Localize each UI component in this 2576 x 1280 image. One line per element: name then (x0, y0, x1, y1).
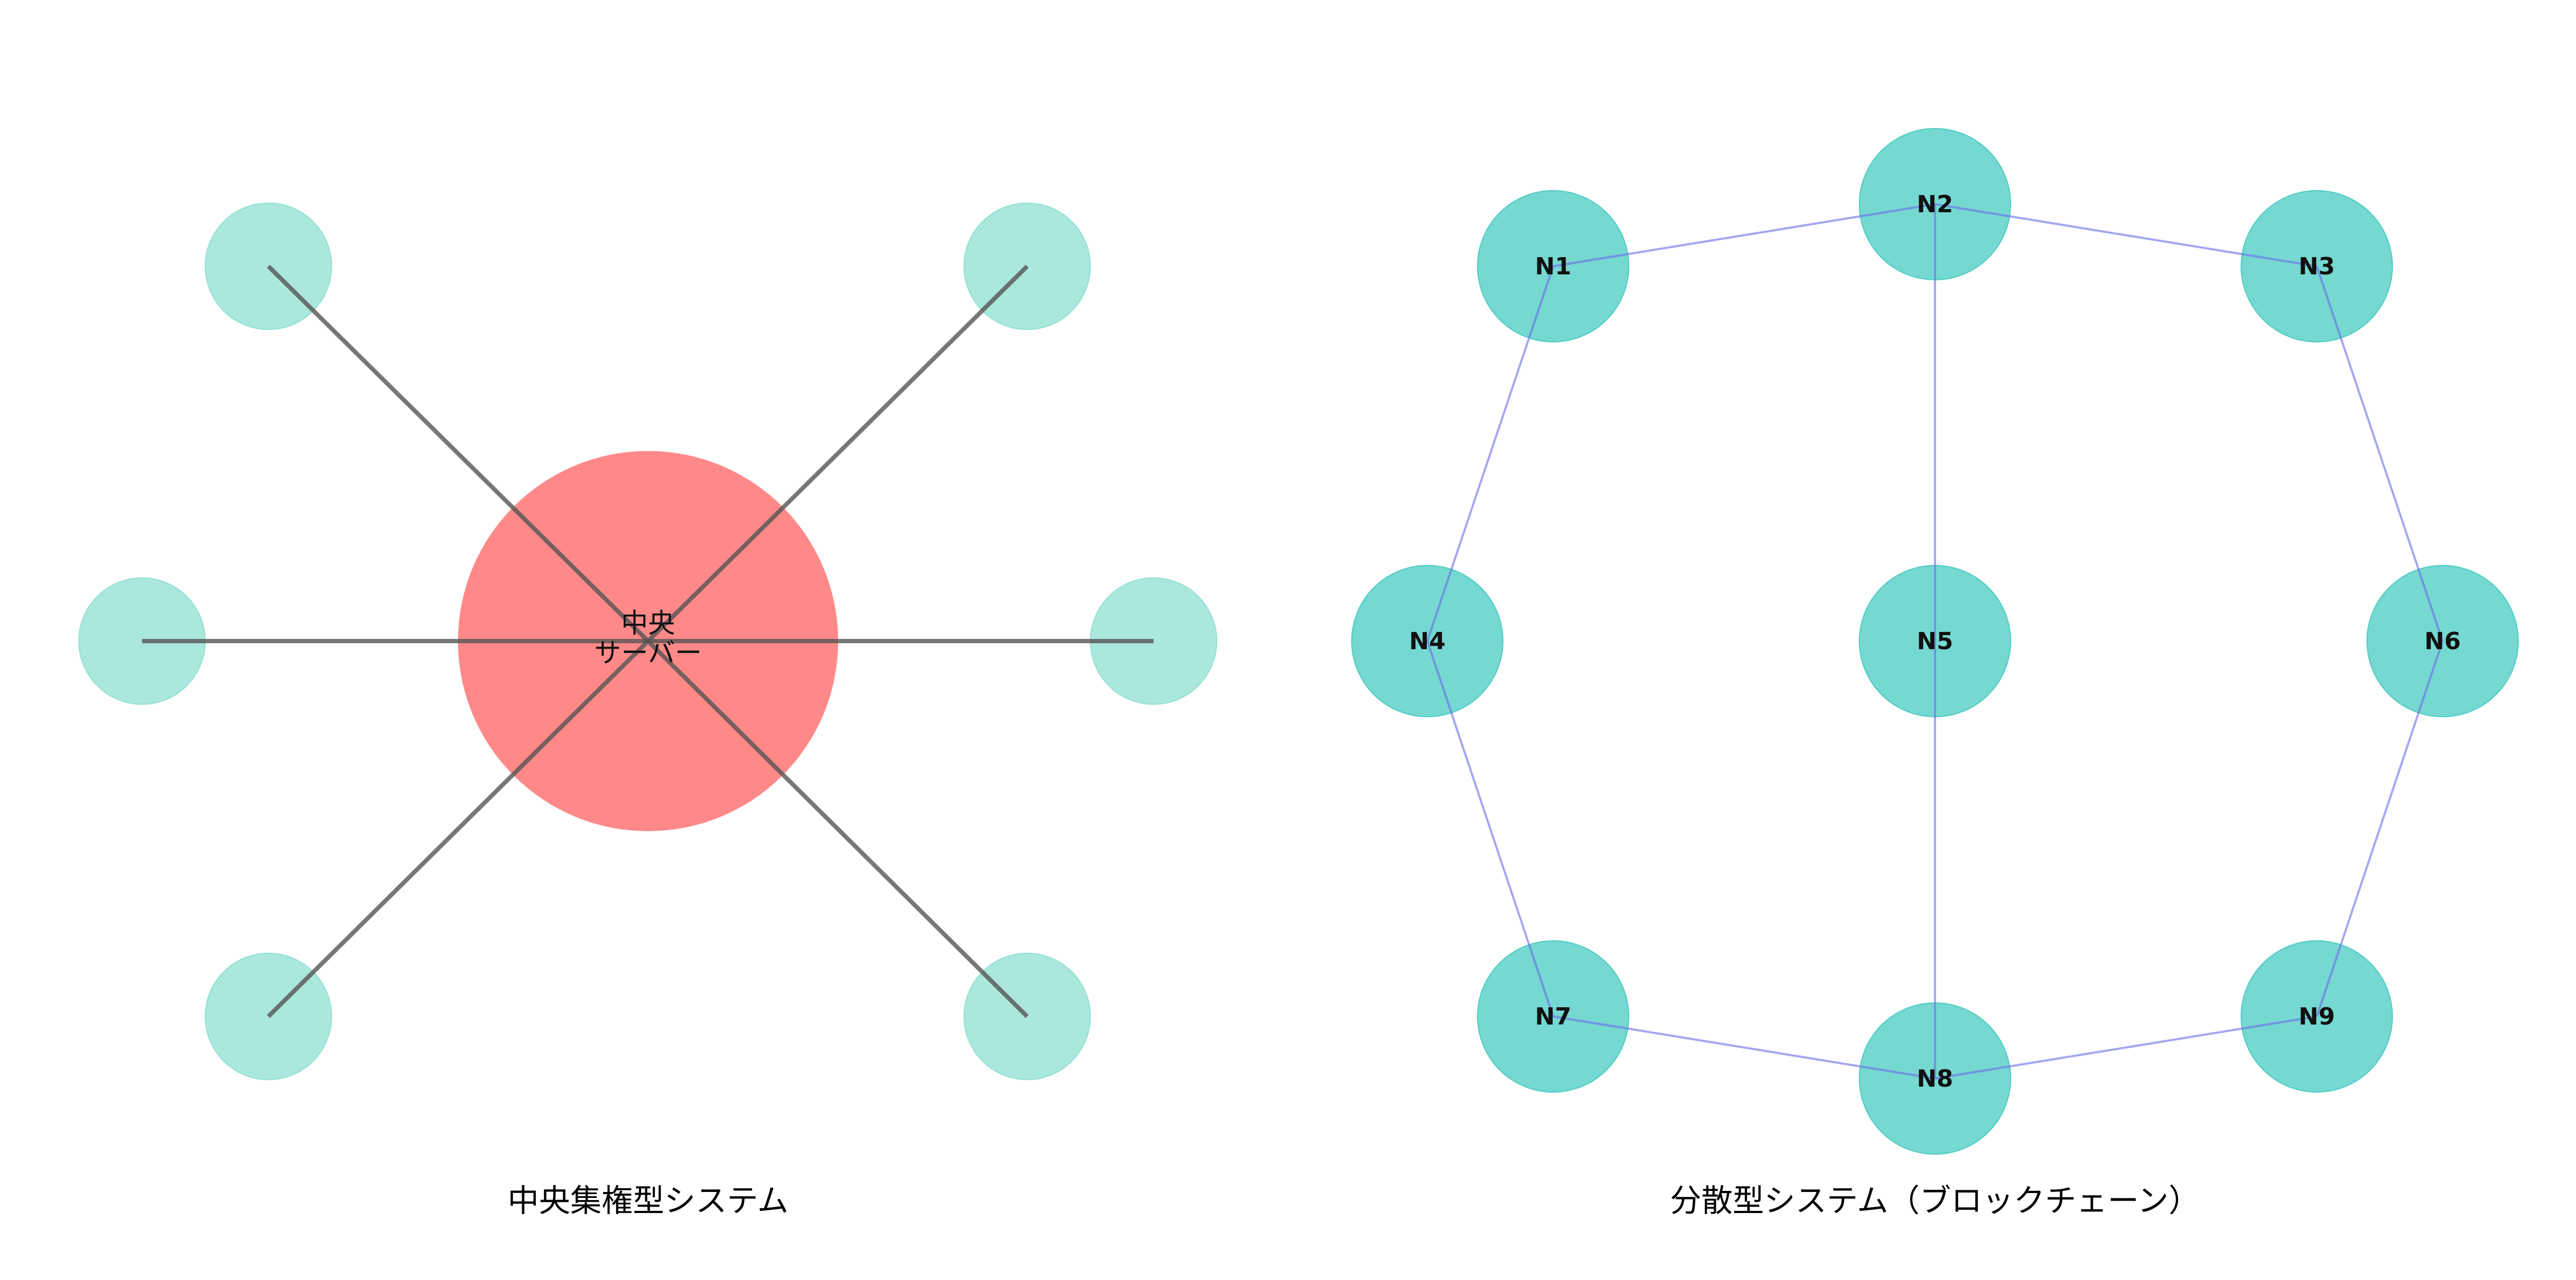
peer-edge-n1-n2 (1553, 203, 1936, 267)
spoke-connection (646, 639, 1029, 1018)
spoke-connection (267, 265, 650, 643)
peer-node-label: N5 (1917, 628, 1953, 655)
decentralized-title: 分散型システム（ブロックチェーン） (1670, 1182, 2200, 1219)
peer-edge-n7-n4 (1426, 641, 1554, 1017)
peer-node-label: N2 (1917, 191, 1953, 218)
peer-node-label: N4 (1409, 628, 1445, 655)
peer-edge-n3-n6 (2316, 266, 2444, 642)
peer-edge-n6-n9 (2316, 641, 2444, 1017)
centralized-title: 中央集権型システム (508, 1182, 788, 1219)
peer-node-label: N3 (2298, 253, 2335, 280)
spoke-connection (646, 265, 1029, 643)
centralized-panel: 中央 サーバー 中央集権型システム (78, 203, 1217, 1219)
spoke-connection (267, 639, 650, 1018)
peer-node-label: N7 (1535, 1003, 1571, 1030)
peer-node-label: N1 (1535, 253, 1571, 280)
peer-node-label: N9 (2298, 1003, 2335, 1030)
peer-edge-n8-n7 (1553, 1015, 1936, 1080)
server-label-line2: サーバー (594, 637, 702, 669)
peer-edge-n4-n1 (1426, 266, 1554, 642)
peer-node-label: N8 (1917, 1065, 1953, 1093)
peer-node-label: N6 (2424, 628, 2460, 655)
peer-edge-n9-n8 (1934, 1015, 2317, 1080)
peer-edge-n2-n3 (1934, 203, 2317, 267)
server-label-line1: 中央 (621, 608, 675, 639)
